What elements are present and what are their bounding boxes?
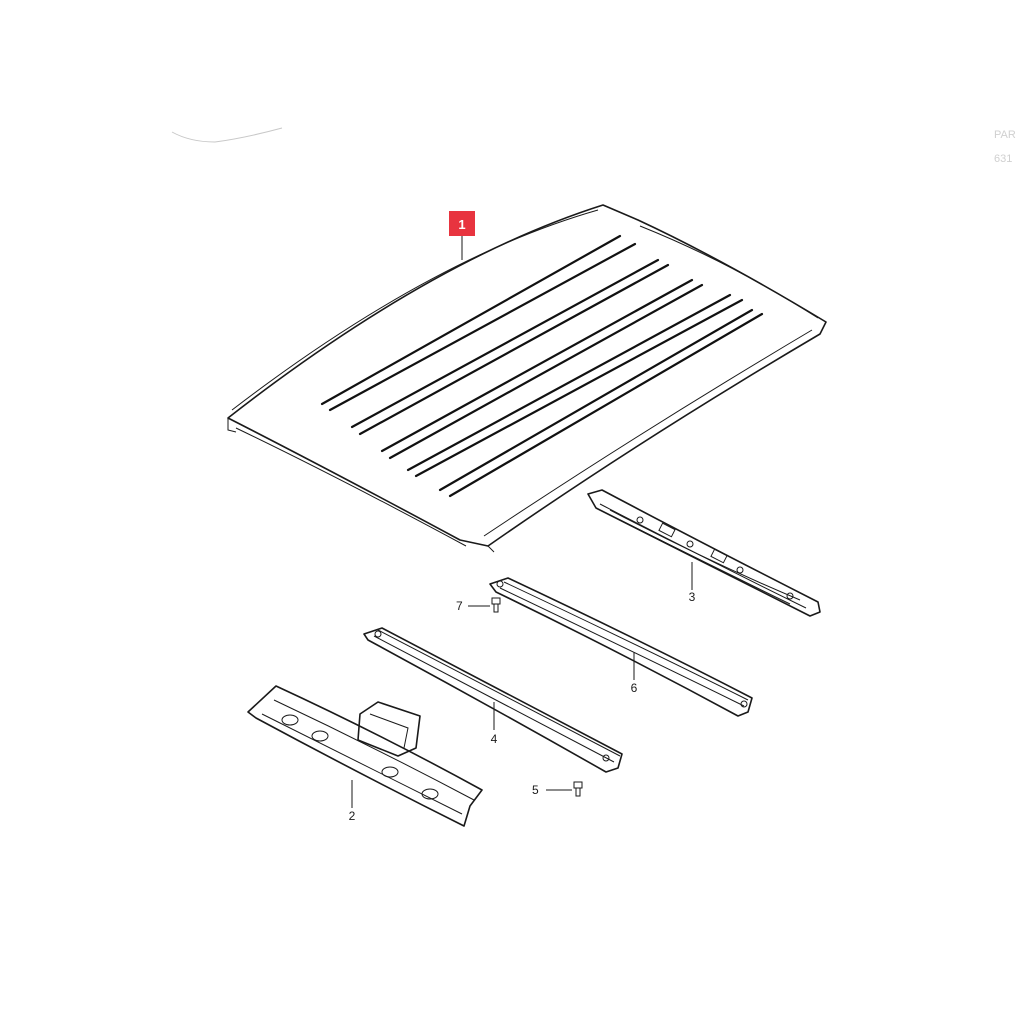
callout-1-box[interactable]	[449, 211, 475, 236]
callout-7-label[interactable]: 7	[456, 599, 463, 613]
scan-smudge	[171, 127, 283, 143]
corner-text-1: PAR	[994, 129, 1016, 141]
callout-5-label[interactable]: 5	[532, 783, 539, 797]
corner-text-2: 631	[994, 153, 1012, 165]
center-roof-bow[interactable]	[489, 577, 753, 717]
front-header-panel[interactable]	[247, 685, 483, 827]
rear-roof-rail[interactable]	[587, 489, 821, 617]
bolt-7[interactable]	[491, 597, 501, 613]
callout-1-label: 1	[458, 217, 465, 232]
bolt-5[interactable]	[573, 781, 583, 797]
callout-6-label[interactable]: 6	[631, 681, 638, 695]
roof-panel[interactable]	[227, 204, 827, 553]
callout-4-label[interactable]: 4	[491, 732, 498, 746]
callout-2-label[interactable]: 2	[349, 809, 356, 823]
callout-3-label[interactable]: 3	[689, 590, 696, 604]
front-roof-bow[interactable]	[363, 627, 623, 773]
